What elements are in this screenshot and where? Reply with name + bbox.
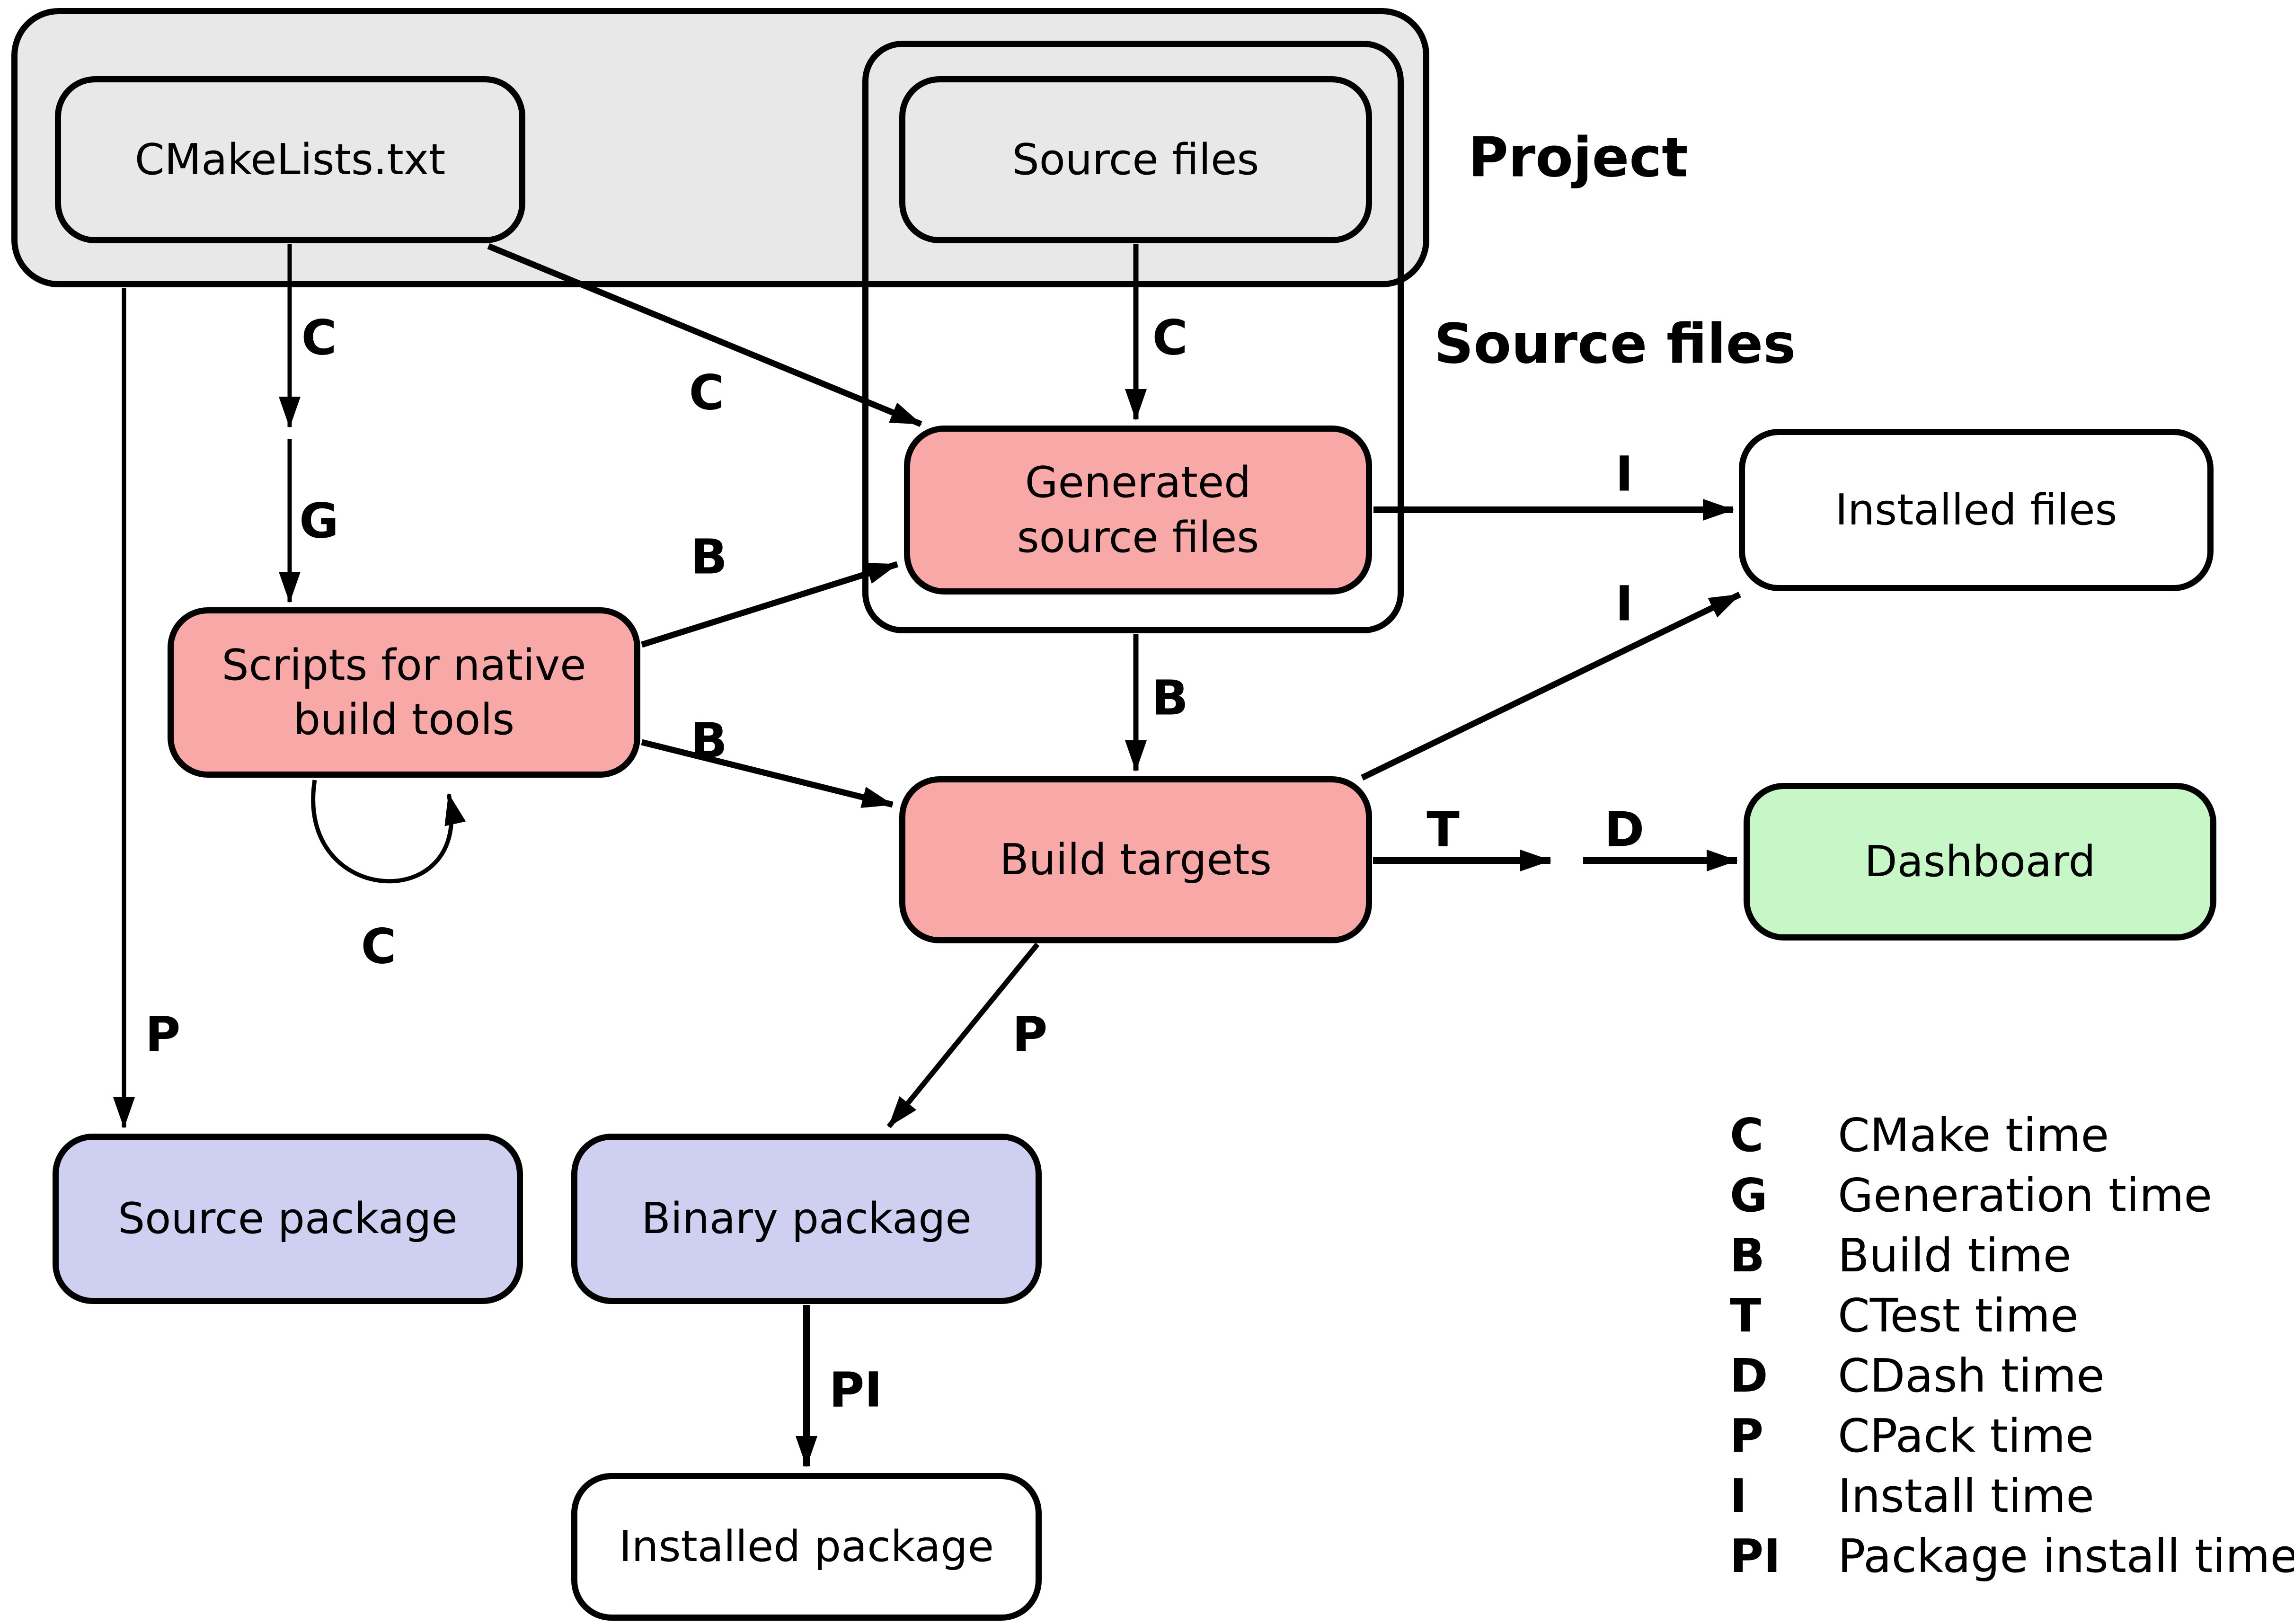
node-scripts-line1: Scripts for native bbox=[221, 640, 586, 690]
edge-label-c-sourcefiles: C bbox=[1152, 310, 1188, 366]
edge-label-d: D bbox=[1604, 801, 1645, 858]
node-generated-source-files: Generated source files bbox=[904, 426, 1372, 595]
node-scripts-line2: build tools bbox=[293, 695, 515, 745]
legend-key-g: G bbox=[1730, 1169, 1768, 1222]
legend-key-c: C bbox=[1730, 1109, 1764, 1162]
legend-label-cpack-time: CPack time bbox=[1838, 1409, 2094, 1463]
node-installed-files-label: Installed files bbox=[1835, 485, 2117, 535]
legend-label-install-time: Install time bbox=[1838, 1469, 2094, 1523]
legend-label-generation-time: Generation time bbox=[1838, 1169, 2213, 1222]
legend-row-install: I Install time bbox=[1730, 1469, 2294, 1529]
node-generated-line2: source files bbox=[1017, 512, 1259, 562]
edge-label-t: T bbox=[1426, 801, 1460, 858]
edge-label-p-left: P bbox=[145, 1006, 181, 1063]
edge-label-p-middle: P bbox=[1012, 1006, 1048, 1063]
legend-key-b: B bbox=[1730, 1229, 1765, 1282]
legend-row-cpack: P CPack time bbox=[1730, 1409, 2294, 1469]
node-source-package-label: Source package bbox=[118, 1194, 458, 1244]
legend-row-generation: G Generation time bbox=[1730, 1169, 2294, 1229]
legend: C CMake time G Generation time B Build t… bbox=[1730, 1109, 2294, 1589]
edge-scripts-self-loop bbox=[311, 780, 466, 884]
legend-key-p: P bbox=[1730, 1409, 1764, 1463]
node-build-targets-label: Build targets bbox=[999, 834, 1272, 885]
edge-buildtargets-to-installedfiles bbox=[1361, 592, 1741, 781]
source-files-heading: Source files bbox=[1434, 312, 1796, 376]
legend-key-i: I bbox=[1730, 1469, 1747, 1523]
node-source-package: Source package bbox=[53, 1134, 523, 1304]
edge-label-g-generation: G bbox=[299, 493, 339, 550]
edge-label-b-upper: B bbox=[691, 529, 727, 586]
edge-scripts-to-buildtargets bbox=[641, 739, 894, 808]
node-dashboard-label: Dashboard bbox=[1864, 836, 2096, 887]
edge-label-c-cmake: C bbox=[301, 310, 337, 366]
legend-label-cmake-time: CMake time bbox=[1838, 1109, 2109, 1162]
legend-label-cdash-time: CDash time bbox=[1838, 1349, 2105, 1402]
edge-label-c-diagonal: C bbox=[689, 364, 725, 421]
node-generated-line1: Generated bbox=[1025, 458, 1251, 508]
legend-row-build: B Build time bbox=[1730, 1229, 2294, 1289]
node-cmakelists: CMakeLists.txt bbox=[55, 76, 525, 243]
node-installed-package: Installed package bbox=[571, 1473, 1042, 1621]
node-installed-package-label: Installed package bbox=[619, 1522, 994, 1572]
edge-label-i-top: I bbox=[1615, 446, 1633, 503]
legend-key-d: D bbox=[1730, 1349, 1768, 1402]
node-binary-package: Binary package bbox=[571, 1134, 1042, 1304]
node-installed-files: Installed files bbox=[1739, 429, 2214, 591]
legend-row-cdash: D CDash time bbox=[1730, 1349, 2294, 1409]
legend-label-ctest-time: CTest time bbox=[1838, 1289, 2079, 1342]
edge-label-b-lower: B bbox=[691, 712, 727, 769]
edge-label-i-diagonal: I bbox=[1615, 576, 1633, 632]
project-heading: Project bbox=[1468, 125, 1688, 190]
legend-key-t: T bbox=[1730, 1289, 1762, 1342]
legend-row-ctest: T CTest time bbox=[1730, 1289, 2294, 1349]
node-cmakelists-label: CMakeLists.txt bbox=[134, 134, 446, 185]
legend-label-package-install-time: Package install time bbox=[1838, 1529, 2294, 1583]
edge-label-b-middle: B bbox=[1151, 670, 1188, 727]
node-build-targets: Build targets bbox=[899, 776, 1372, 943]
legend-key-pi: PI bbox=[1730, 1529, 1781, 1583]
edge-label-pi: PI bbox=[829, 1362, 883, 1419]
legend-label-build-time: Build time bbox=[1838, 1229, 2072, 1282]
node-dashboard: Dashboard bbox=[1744, 783, 2216, 941]
node-source-files-label: Source files bbox=[1012, 134, 1259, 185]
node-binary-package-label: Binary package bbox=[641, 1194, 972, 1244]
node-scripts-native-build-tools: Scripts for native build tools bbox=[168, 607, 640, 778]
edge-scripts-to-generated bbox=[641, 561, 898, 648]
legend-row-cmake: C CMake time bbox=[1730, 1109, 2294, 1169]
node-source-files: Source files bbox=[899, 76, 1372, 243]
legend-row-package-install: PI Package install time bbox=[1730, 1529, 2294, 1589]
edge-label-c-selfloop: C bbox=[361, 918, 397, 975]
